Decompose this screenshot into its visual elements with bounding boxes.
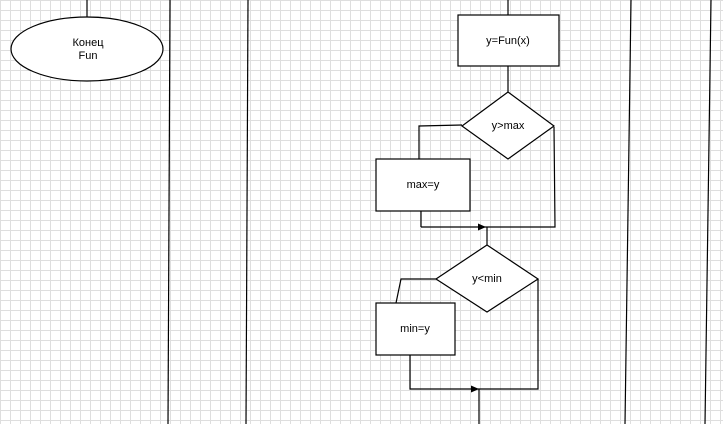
lane-separator-2 (245, 0, 249, 424)
assign-max-process-box (375, 158, 471, 212)
lane-separator-3 (624, 0, 632, 424)
assign-max-process[interactable]: max=y (375, 158, 471, 212)
assign-max-process-label: max=y (407, 179, 440, 191)
connector-min-yes-branch (395, 278, 436, 304)
connector-max-yes-branch (418, 124, 463, 159)
min-decision-label: y<min (472, 273, 502, 285)
call-function-process-box (457, 14, 560, 67)
max-decision-diamond (460, 91, 556, 160)
connector-min-process-down (409, 355, 478, 390)
assign-min-process[interactable]: min=y (375, 302, 456, 356)
end-terminator-shape (10, 16, 164, 82)
lane-separator-4 (704, 0, 712, 424)
merge-arrowhead-min (471, 385, 479, 393)
end-terminator-label-line1: Конец (72, 37, 104, 49)
merge-arrowhead-max (478, 223, 486, 231)
lane-separator-1 (167, 0, 171, 424)
min-decision[interactable]: y<min (434, 244, 540, 313)
end-terminator-label-line2: Fun (79, 50, 98, 62)
assign-min-process-label: min=y (400, 323, 430, 335)
max-decision[interactable]: y>max (460, 91, 556, 160)
call-function-process[interactable]: y=Fun(x) (457, 14, 560, 67)
min-decision-diamond (434, 244, 540, 313)
end-terminator[interactable]: Конец Fun (10, 16, 164, 82)
max-decision-label: y>max (492, 120, 525, 132)
connector-min-no-branch (478, 279, 539, 390)
connector-max-no-branch (421, 126, 556, 228)
call-function-process-label: y=Fun(x) (486, 35, 530, 47)
assign-min-process-box (375, 302, 456, 356)
